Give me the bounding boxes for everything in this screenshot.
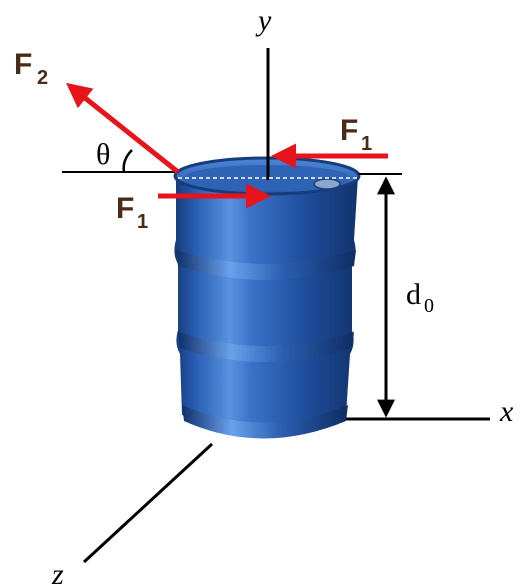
angle-arc [122, 149, 133, 173]
force-f1-left-subscript: 1 [137, 211, 148, 233]
force-f1-right-subscript: 1 [361, 133, 372, 155]
dimension-d-subscript: 0 [424, 295, 434, 317]
z-axis-line [82, 442, 214, 564]
force-f2-symbol: F [14, 48, 32, 81]
dimension-d-symbol: d [406, 278, 421, 311]
x-axis-label: x [499, 395, 514, 428]
barrel-illustration [173, 156, 361, 439]
y-axis-label: y [255, 4, 272, 37]
force-f2-subscript: 2 [37, 67, 48, 89]
force-f2-arrow [66, 82, 180, 174]
z-axis-label: z [51, 558, 64, 586]
angle-theta-label: θ [96, 138, 110, 171]
force-f1-left-symbol: F [116, 192, 134, 225]
force-f1-right-symbol: F [340, 114, 358, 147]
